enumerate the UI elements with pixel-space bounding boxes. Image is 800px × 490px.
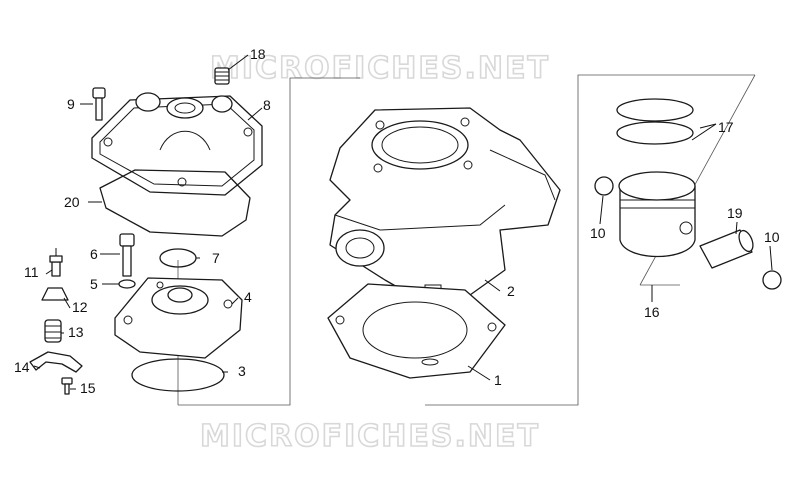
- part-18-piston-pin: [699, 229, 754, 269]
- part-10-circlip-left: [594, 176, 614, 196]
- callout-6: 6: [90, 246, 98, 262]
- part-1-base-gasket: [327, 283, 506, 379]
- part-17-piston-rings: [616, 98, 694, 145]
- callout-15: 15: [80, 380, 96, 396]
- part-9-bolt: [92, 87, 106, 121]
- part-19-plug: [214, 67, 230, 85]
- part-2-cylinder: [329, 107, 561, 301]
- callout-8: 8: [263, 97, 271, 113]
- leader-lines: [33, 54, 773, 390]
- callout-5: 5: [90, 276, 98, 292]
- callout-9: 9: [67, 96, 75, 112]
- callout-20: 20: [64, 194, 80, 210]
- part-5-washer: [118, 279, 136, 289]
- part-16-piston: [618, 171, 696, 258]
- callout-12: 12: [72, 299, 88, 315]
- callout-7: 7: [212, 250, 220, 266]
- callout-2: 2: [507, 283, 515, 299]
- watermark-bottom: MICROFICHES.NET: [200, 419, 540, 454]
- part-12-clip: [41, 287, 69, 301]
- callout-19: 18: [250, 46, 266, 62]
- callout-16: 16: [644, 304, 660, 320]
- part-3-o-ring: [131, 358, 225, 392]
- callout-11: 11: [24, 264, 39, 280]
- callout-1: 1: [494, 372, 502, 388]
- part-6-bolt: [119, 233, 135, 277]
- callout-4: 4: [244, 289, 252, 305]
- callout-18: 19: [727, 205, 743, 221]
- callout-17: 17: [718, 119, 734, 135]
- callout-13: 13: [68, 324, 84, 340]
- callout-3: 3: [238, 363, 246, 379]
- callout-14: 14: [14, 359, 30, 375]
- part-11-sensor: [49, 255, 63, 277]
- callout-10-right: 10: [764, 229, 780, 245]
- part-15-screw: [61, 377, 73, 395]
- callout-10-left: 10: [590, 225, 606, 241]
- part-13-spring: [44, 319, 62, 343]
- part-4-cover-plate: [114, 277, 243, 359]
- watermark-top: MICROFICHES.NET: [210, 51, 550, 86]
- part-20-head-gasket: [99, 169, 251, 237]
- part-14-bracket: [29, 351, 83, 373]
- part-10-circlip-right: [762, 270, 782, 290]
